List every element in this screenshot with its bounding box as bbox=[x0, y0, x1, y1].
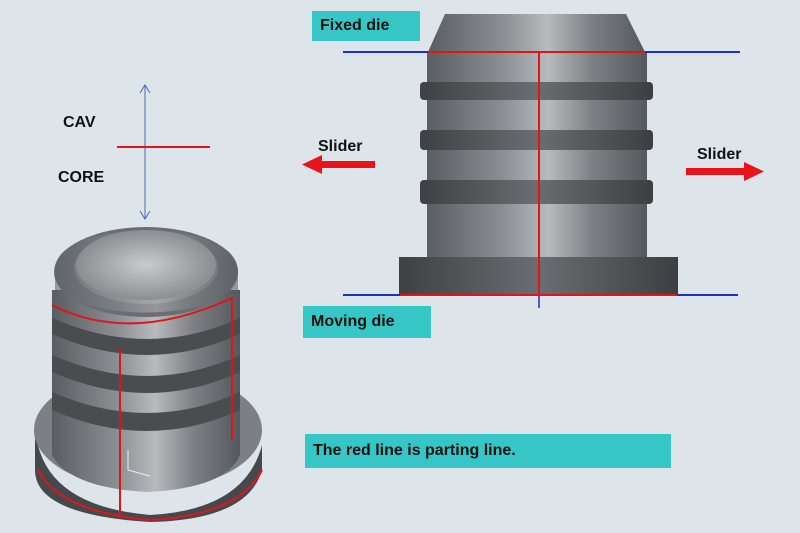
parting-line-note: The red line is parting line. bbox=[305, 434, 671, 468]
slider-left-label: Slider bbox=[318, 138, 363, 155]
cav-core-arrow bbox=[117, 84, 210, 220]
parting-line-side bbox=[400, 51, 677, 296]
parting-line-iso bbox=[37, 297, 263, 522]
part-rib bbox=[420, 130, 653, 150]
slider-right-label: Slider bbox=[697, 146, 742, 163]
cav-label: CAV bbox=[63, 114, 96, 131]
axis-triad-icon bbox=[127, 450, 151, 477]
slider-left-arrow bbox=[302, 155, 375, 174]
part-rib bbox=[420, 82, 653, 100]
part-top-cap bbox=[428, 14, 645, 52]
part-rib bbox=[420, 180, 653, 204]
moving-die-label: Moving die bbox=[303, 306, 431, 338]
fixed-die-label: Fixed die bbox=[312, 11, 420, 41]
slider-right-arrow bbox=[686, 162, 764, 181]
core-label: CORE bbox=[58, 169, 105, 186]
iso-view-part bbox=[34, 227, 262, 522]
